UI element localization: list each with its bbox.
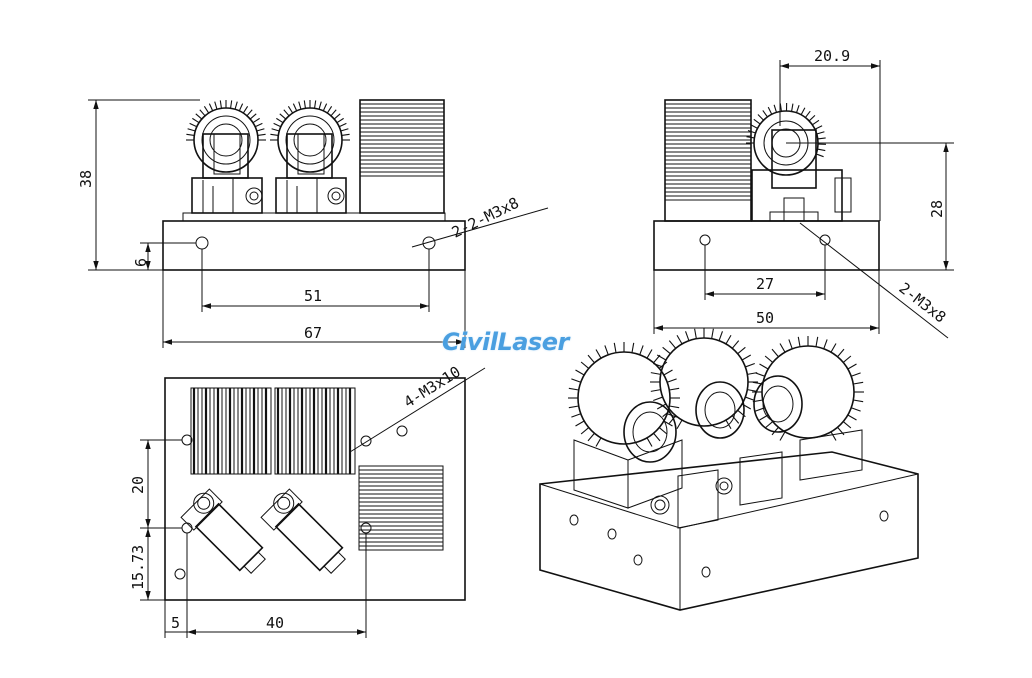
front-view: 38 6 51 67 2-2-M3x8 [77, 99, 549, 348]
side-view: 20.9 28 27 50 2-M3x8 [653, 47, 954, 339]
front-heatsink-2 [270, 100, 350, 214]
side-width-label: 50 [756, 309, 774, 327]
isometric-view [539, 328, 919, 611]
side-hole-spacing-label: 27 [756, 275, 774, 293]
iso-heatsink-1 [568, 342, 680, 463]
top-laser-module-1 [180, 488, 266, 574]
iso-heatsink-3 [752, 336, 864, 441]
top-vertical-spacing-label: 20 [129, 476, 147, 494]
side-height-label: 28 [928, 200, 946, 218]
front-thread-callout: 2-2-M3x8 [449, 194, 522, 242]
top-edge-offset-label: 5 [171, 614, 180, 632]
front-base-thickness-label: 6 [132, 258, 150, 267]
front-heatsink-3 [359, 99, 445, 214]
top-laser-module-2 [260, 488, 346, 574]
side-heatsink [746, 102, 852, 222]
side-offset-label: 20.9 [814, 47, 850, 65]
front-width-label: 67 [304, 324, 322, 342]
iso-heatsink-2 [650, 328, 758, 439]
top-horizontal-spacing-label: 40 [266, 614, 284, 632]
side-thread-callout: 2-M3x8 [896, 279, 950, 327]
front-hole-spacing-label: 51 [304, 287, 322, 305]
top-view: 20 15.73 5 40 4-M3x10 [129, 363, 486, 638]
front-height-label: 38 [77, 170, 95, 188]
brand-watermark: CivilLaser [442, 328, 569, 356]
top-lower-offset-label: 15.73 [129, 545, 147, 590]
front-heatsink-1 [186, 100, 266, 214]
